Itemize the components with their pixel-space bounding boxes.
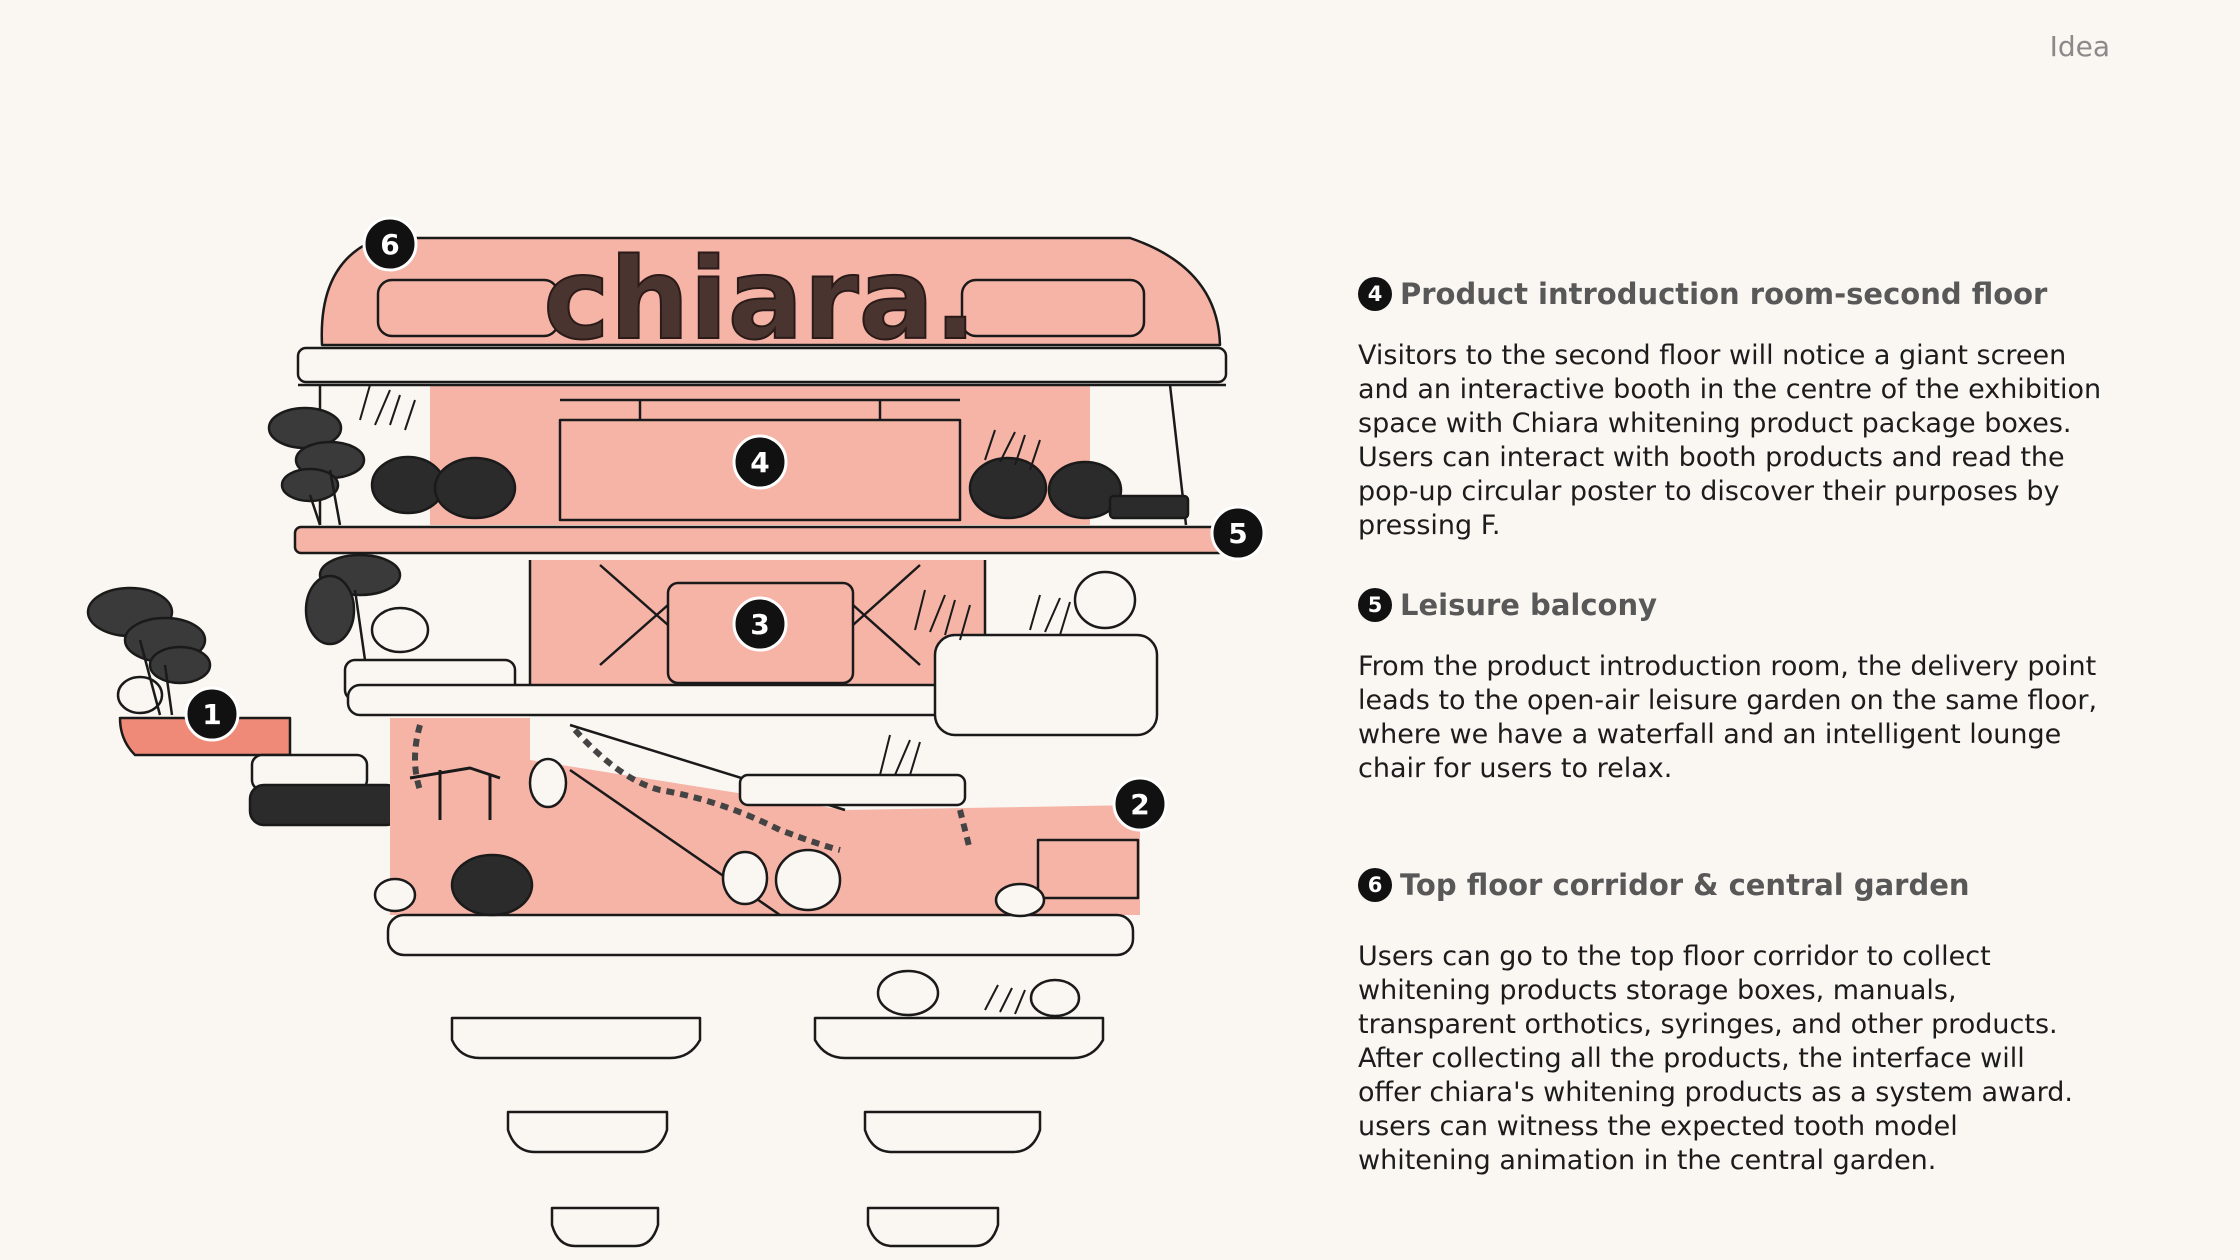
rock [721, 850, 769, 906]
section-top-floor-corridor: 6 Top floor corridor & central garden Us… [1358, 868, 2158, 1178]
section-heading: 6 Top floor corridor & central garden [1358, 868, 2158, 902]
section-body: Users can go to the top floor corridor t… [1358, 941, 2074, 1176]
section-heading: 4 Product introduction room-second floor [1358, 277, 2158, 311]
left-dark-seat [248, 783, 402, 827]
marker-2-label: 2 [1130, 788, 1149, 821]
grass [359, 384, 1071, 1015]
roof-sign-panel-right [960, 278, 1146, 338]
planter-6 [866, 1206, 1000, 1248]
marker-2: 2 [1112, 776, 1168, 832]
planter-3 [506, 1110, 669, 1154]
planter-1 [450, 1016, 702, 1060]
planter-5 [550, 1206, 660, 1248]
number-badge: 5 [1358, 588, 1392, 622]
section-body: From the product introduction room, the … [1358, 651, 2098, 784]
marker-5: 5 [1210, 505, 1266, 561]
vines [412, 724, 973, 853]
upper-ledge [738, 773, 967, 807]
dark-stone [1047, 460, 1123, 520]
booth-illustration: chiara. 1 2 3 4 5 6 [86, 216, 1266, 1248]
rock [774, 848, 842, 912]
rock [370, 606, 430, 654]
roof-deck [296, 346, 1228, 384]
marker-1-label: 1 [202, 698, 221, 731]
brand-sign: chiara. [543, 235, 976, 365]
section-title: Top floor corridor & central garden [1400, 868, 1970, 902]
rock [876, 969, 940, 1017]
lounge-chair [409, 766, 501, 820]
marker-4-label: 4 [750, 446, 769, 479]
dark-stone [968, 456, 1048, 520]
rock [373, 877, 417, 913]
marker-4: 4 [732, 434, 788, 490]
dark-stone [370, 455, 446, 515]
roof-sign-panel-left [376, 278, 560, 338]
section-title: Leisure balcony [1400, 588, 1657, 622]
number-badge: 6 [1358, 868, 1392, 902]
section-heading: 5 Leisure balcony [1358, 588, 2158, 622]
planter-2 [813, 1016, 1105, 1060]
marker-3-label: 3 [750, 608, 769, 641]
mushroom-tree-middle [304, 553, 402, 661]
dark-bench [1108, 494, 1190, 520]
marker-5-label: 5 [1228, 517, 1247, 550]
rock [994, 882, 1046, 918]
first-floor-deck [346, 683, 950, 717]
section-title: Product introduction room-second floor [1400, 277, 2048, 311]
rock [1073, 570, 1137, 630]
mushroom-tree-upper [267, 406, 366, 526]
section-body: Visitors to the second floor will notice… [1358, 340, 2102, 541]
ground-floor-wall [390, 718, 1140, 915]
ground-screen [1036, 838, 1140, 900]
rock [528, 757, 568, 809]
second-floor-deck [293, 525, 1227, 555]
number-badge: 4 [1358, 277, 1392, 311]
marker-6-label: 6 [380, 228, 399, 261]
section-product-introduction: 4 Product introduction room-second floor… [1358, 277, 2158, 543]
marker-1: 1 [184, 686, 240, 742]
page-label: Idea [2049, 30, 2110, 63]
dark-stone [433, 456, 517, 520]
marker-3: 3 [732, 596, 788, 652]
rock [1029, 978, 1081, 1018]
balcony-planter-right [933, 633, 1159, 737]
dark-stone [450, 853, 534, 917]
marker-6: 6 [362, 216, 418, 272]
section-leisure-balcony: 5 Leisure balcony From the product intro… [1358, 588, 2158, 786]
mushroom-tree-left [86, 586, 212, 716]
ground-floor-deck [386, 913, 1135, 957]
planter-4 [863, 1110, 1042, 1154]
